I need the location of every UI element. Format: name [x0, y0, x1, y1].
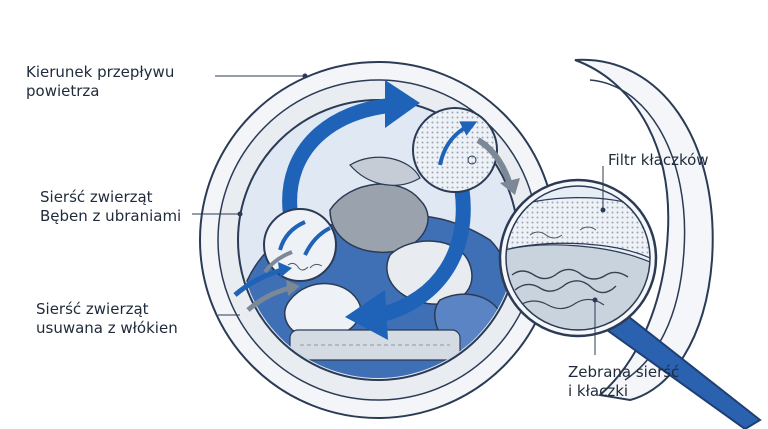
leader-filter-dot	[600, 207, 606, 213]
label-drum-line2: Bęben z ubraniami	[40, 207, 182, 225]
airflow-arrowhead-top	[385, 80, 420, 128]
magnifier	[498, 178, 762, 429]
label-removed-line2: usuwana z włókien	[36, 319, 178, 337]
label-collected-line1: Zebrana sierść	[568, 363, 680, 381]
hair-removal-arrows	[233, 250, 300, 312]
label-drum: Sierść zwierząt Bęben z ubraniami	[40, 188, 181, 226]
leader-lines	[192, 73, 606, 355]
fabric-detail-circle	[263, 208, 337, 282]
filter-mesh	[506, 197, 650, 259]
leader-airflow-dot	[302, 73, 308, 79]
label-removed-line1: Sierść zwierząt	[36, 300, 149, 318]
leader-drum-dot	[237, 211, 243, 217]
airflow-arrows	[282, 80, 471, 340]
label-airflow: Kierunek przepływu powietrza	[26, 63, 174, 101]
mesh-detail-circle	[412, 107, 520, 195]
airflow-arrowhead-bottom	[345, 290, 388, 340]
label-collected-line2: i kłaczki	[568, 382, 629, 400]
label-airflow-line2: powietrza	[26, 82, 100, 100]
label-filter: Filtr kłaczków	[608, 151, 709, 170]
label-collected: Zebrana sierść i kłaczki	[568, 363, 679, 401]
label-filter-text: Filtr kłaczków	[608, 151, 709, 169]
leader-collected-dot	[592, 297, 598, 303]
label-drum-line1: Sierść zwierząt	[40, 188, 153, 206]
label-airflow-line1: Kierunek przepływu	[26, 63, 175, 81]
label-removed: Sierść zwierząt usuwana z włókien	[36, 300, 178, 338]
